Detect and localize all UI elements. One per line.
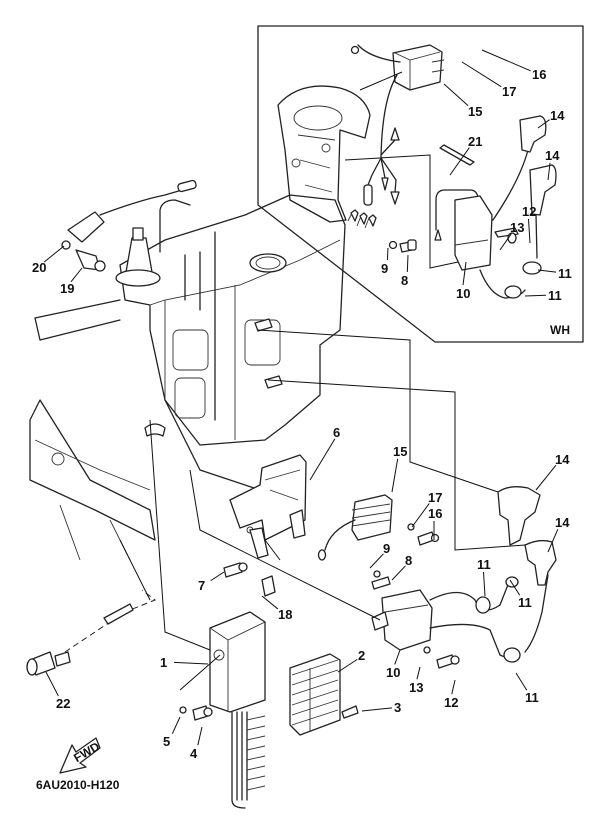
main-callout-20[interactable]: 20 — [32, 260, 46, 275]
main-callout-22[interactable]: 22 — [56, 696, 70, 711]
main-leader-line — [394, 649, 401, 665]
main-callout-6[interactable]: 6 — [333, 425, 340, 440]
main-leader-line — [337, 658, 358, 673]
main-leader-line — [416, 666, 421, 680]
main-leader-line — [210, 571, 225, 582]
drawing-code: 6AU2010-H120 — [36, 778, 120, 792]
inset-wire-bundle-drawing — [347, 127, 417, 253]
main-callout-14[interactable]: 14 — [555, 515, 570, 530]
inset-callout-11[interactable]: 11 — [558, 266, 572, 281]
main-callout-7[interactable]: 7 — [198, 578, 205, 593]
inset-panel: WH — [257, 25, 584, 343]
cdi-unit-drawing — [209, 611, 266, 809]
inset-callout-16[interactable]: 16 — [532, 67, 546, 82]
inset-leader-line — [547, 162, 551, 181]
inset-leader-line — [386, 247, 389, 261]
main-leader-line — [391, 565, 406, 581]
inset-leader-line — [537, 119, 550, 129]
inset-ignition-coil-drawing — [434, 115, 557, 299]
main-leader-line — [70, 267, 83, 283]
reference-lines — [119, 329, 526, 691]
fwd-arrow-icon: FWD — [59, 737, 102, 774]
inset-variant-label: WH — [550, 323, 570, 337]
inset-callout-11[interactable]: 11 — [548, 288, 562, 303]
main-callout-17[interactable]: 17 — [428, 490, 442, 505]
main-leader-line — [43, 245, 65, 263]
main-callout-8[interactable]: 8 — [405, 553, 412, 568]
main-callout-14[interactable]: 14 — [555, 452, 570, 467]
inset-callout-15[interactable]: 15 — [468, 104, 482, 119]
inset-leader-line — [461, 61, 502, 88]
main-leader-line — [535, 464, 557, 491]
inset-callout-9[interactable]: 9 — [381, 261, 388, 276]
inset-leader-line — [481, 49, 531, 72]
main-callout-12[interactable]: 12 — [444, 695, 458, 710]
inset-callout-8[interactable]: 8 — [401, 273, 408, 288]
main-callout-10[interactable]: 10 — [386, 665, 400, 680]
terminal-block-drawing — [289, 653, 341, 736]
main-leader-line — [369, 553, 384, 569]
main-callout-11[interactable]: 11 — [525, 690, 539, 705]
main-callout-4[interactable]: 4 — [190, 746, 198, 761]
inset-leader-line — [443, 83, 469, 107]
inset-leader-line — [449, 147, 470, 176]
inset-leader-line — [537, 269, 557, 273]
inset-callout-13[interactable]: 13 — [510, 220, 524, 235]
main-callout-15[interactable]: 15 — [393, 444, 407, 459]
main-callout-16[interactable]: 16 — [428, 506, 442, 521]
powerhead-drawing — [29, 194, 346, 561]
main-callout-3[interactable]: 3 — [394, 700, 401, 715]
inset-callout-12[interactable]: 12 — [522, 204, 536, 219]
main-leader-line — [515, 672, 528, 691]
sender-drawing — [26, 589, 157, 676]
main-leader-line — [261, 595, 279, 610]
main-callout-2[interactable]: 2 — [358, 648, 365, 663]
main-callout-11[interactable]: 11 — [518, 595, 532, 610]
inset-leader-line — [499, 233, 512, 251]
main-leader-line — [197, 726, 203, 746]
inset-callout-17[interactable]: 17 — [502, 84, 516, 99]
ignition-coil-drawing — [371, 486, 557, 663]
thermo-switch-drawing — [61, 179, 197, 272]
main-leader-line — [361, 707, 393, 712]
main-leader-line — [547, 529, 559, 553]
main-callout-11[interactable]: 11 — [477, 557, 491, 572]
rectifier-regulator-drawing — [317, 494, 393, 561]
main-leader-line — [173, 661, 209, 665]
main-leader-line — [171, 716, 181, 734]
hardware-drawing — [179, 523, 460, 721]
inset-flywheel-cover-drawing — [277, 85, 371, 223]
inset-leader-line — [406, 254, 409, 273]
inset-callout-21[interactable]: 21 — [468, 134, 482, 149]
inset-leader-line — [524, 294, 547, 297]
main-callout-13[interactable]: 13 — [409, 680, 423, 695]
inset-callout-14[interactable]: 14 — [550, 108, 565, 123]
main-callout-19[interactable]: 19 — [60, 281, 74, 296]
main-leader-line — [451, 679, 456, 695]
main-leader-line — [309, 438, 336, 481]
main-leader-line — [45, 671, 59, 697]
main-callout-9[interactable]: 9 — [383, 541, 390, 556]
inset-leader-line — [527, 218, 531, 244]
main-callout-1[interactable]: 1 — [160, 655, 167, 670]
main-leader-line — [411, 503, 430, 528]
main-leader-line — [509, 579, 521, 596]
inset-callout-14[interactable]: 14 — [545, 148, 560, 163]
bracket-drawing — [229, 454, 307, 559]
main-leader-line — [482, 571, 486, 597]
inset-leader-line — [462, 261, 467, 286]
main-leader-line — [391, 458, 399, 493]
inset-rectifier-drawing — [350, 44, 445, 159]
main-callout-5[interactable]: 5 — [163, 734, 170, 749]
inset-callout-10[interactable]: 10 — [456, 286, 470, 301]
main-callout-18[interactable]: 18 — [278, 607, 292, 622]
